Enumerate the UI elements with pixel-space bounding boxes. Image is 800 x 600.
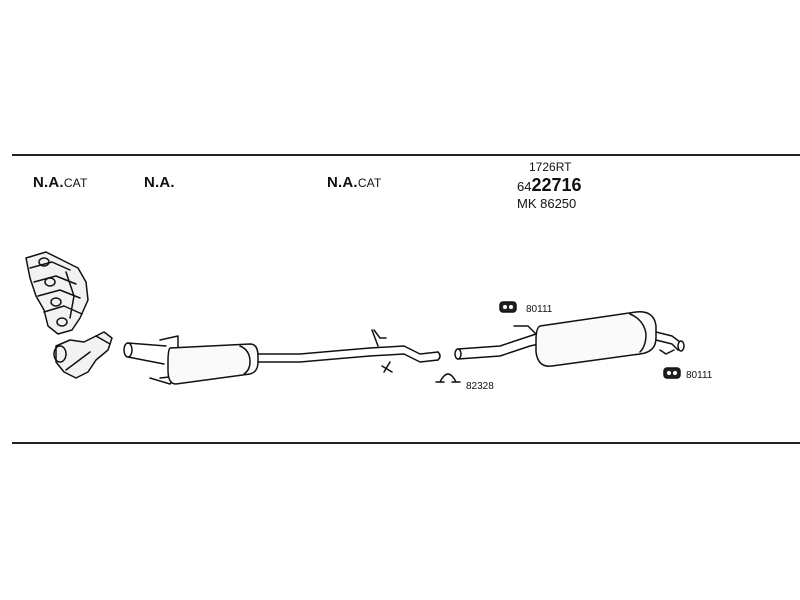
rear-silencer bbox=[454, 311, 685, 367]
callout-clamp-right: 80111 bbox=[686, 370, 713, 381]
front-catalyst-silencer bbox=[123, 335, 371, 385]
part-code-main: 6422716 bbox=[517, 175, 607, 196]
label-na-1-main: N.A. bbox=[33, 174, 64, 191]
label-na-cat-1: N.A.CAT bbox=[33, 174, 88, 191]
label-na-2: N.A. bbox=[144, 174, 175, 191]
label-na-3-suffix: CAT bbox=[357, 176, 382, 190]
rubber-mount-80111-right-icon bbox=[663, 367, 681, 379]
part-code-number: 22716 bbox=[531, 175, 582, 195]
part-code-small: 1726RT bbox=[529, 160, 572, 174]
top-divider-line bbox=[12, 154, 800, 156]
part-code-prefix: 64 bbox=[517, 179, 532, 194]
rubber-mount-80111-top-icon bbox=[499, 301, 517, 313]
label-na-cat-3: N.A.CAT bbox=[327, 174, 382, 191]
callout-clamp-mid: 82328 bbox=[466, 381, 494, 392]
down-pipe bbox=[53, 331, 113, 379]
part-code-block: 1726RT 6422716 MK 86250 bbox=[517, 160, 607, 211]
exhaust-manifold bbox=[25, 251, 89, 335]
label-na-2-main: N.A. bbox=[144, 174, 175, 191]
callout-clamp-top: 80111 bbox=[526, 304, 553, 315]
middle-pipe bbox=[369, 329, 441, 373]
label-na-3-main: N.A. bbox=[327, 174, 358, 191]
clamp-82328-icon bbox=[435, 373, 461, 383]
bottom-divider-line bbox=[12, 442, 800, 444]
part-code-mk: MK 86250 bbox=[517, 196, 577, 211]
label-na-1-suffix: CAT bbox=[63, 176, 88, 190]
